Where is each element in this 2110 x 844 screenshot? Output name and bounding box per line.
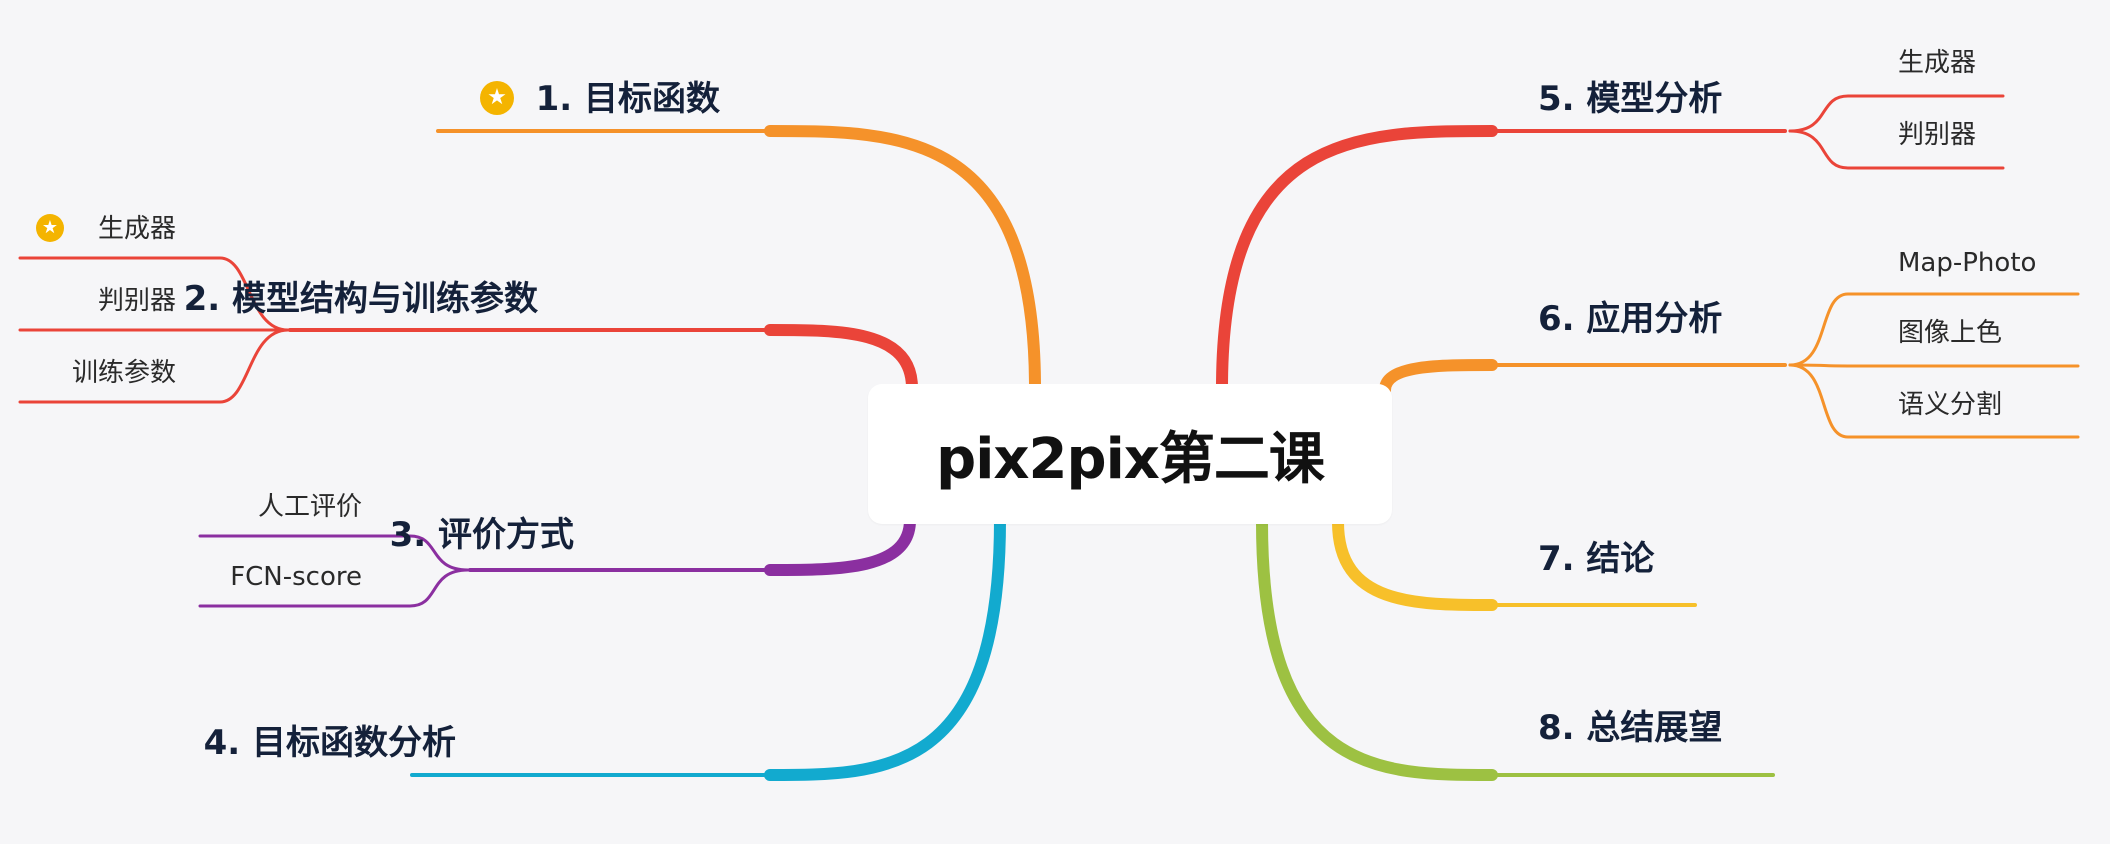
leaf-topic-5-2[interactable]: 判别器 [1898, 120, 1977, 150]
leaf-topic-3-1[interactable]: 人工评价 [257, 492, 362, 522]
branch-topic-4[interactable]: 4. 目标函数分析 [203, 723, 456, 763]
leaf-topic-6-2[interactable]: 图像上色 [1898, 318, 2003, 348]
branch-connector-7 [1332, 516, 1498, 611]
leaf-topic-2-1[interactable]: 生成器 [97, 214, 176, 244]
branch-topic-7[interactable]: 7. 结论 [1538, 539, 1655, 579]
leaf-topic-2-3[interactable]: 训练参数 [71, 358, 176, 388]
leaf-topic-6-1[interactable]: Map-Photo [1898, 248, 2037, 278]
leaf-connector-5-1 [1788, 94, 2005, 133]
branch-connector-4 [764, 514, 1006, 781]
star-icon: ★ [480, 81, 514, 115]
central-topic-title: pix2pix第二课 [936, 426, 1325, 492]
branch-topic-3[interactable]: 3. 评价方式 [389, 515, 574, 555]
branch-topic-2[interactable]: 2. 模型结构与训练参数 [183, 279, 538, 319]
leaf-connector-6-3 [1788, 363, 2080, 439]
leaf-connector-6-1 [1788, 292, 2080, 367]
leaf-connector-6-2 [1788, 363, 2080, 368]
central-topic[interactable]: pix2pix第二课 [868, 384, 1392, 524]
leaf-connector-2-3 [18, 328, 290, 404]
leaf-connector-3-1 [198, 534, 470, 572]
branch-connector-6 [1379, 359, 1498, 396]
branch-topic-1[interactable]: 1. 目标函数 [535, 79, 720, 119]
branch-topic-6[interactable]: 6. 应用分析 [1538, 299, 1723, 339]
branch-topic-8[interactable]: 8. 总结展望 [1538, 708, 1723, 748]
leaf-connector-2-1 [18, 256, 290, 332]
branch-connector-1 [764, 125, 1041, 394]
leaf-topic-3-2[interactable]: FCN-score [230, 562, 362, 592]
branch-connector-8 [1256, 516, 1498, 781]
leaf-topic-5-1[interactable]: 生成器 [1898, 48, 1977, 78]
branch-connector-5 [1216, 125, 1498, 394]
leaf-topic-6-3[interactable]: 语义分割 [1898, 390, 2003, 420]
star-icon: ★ [36, 214, 64, 242]
branch-connector-2 [764, 324, 918, 394]
leaf-connector-3-2 [198, 568, 470, 608]
branch-topic-5[interactable]: 5. 模型分析 [1538, 79, 1723, 119]
branch-connector-3 [764, 514, 916, 576]
leaf-topic-2-2[interactable]: 判别器 [97, 286, 176, 316]
leaf-connector-5-2 [1788, 129, 2005, 170]
